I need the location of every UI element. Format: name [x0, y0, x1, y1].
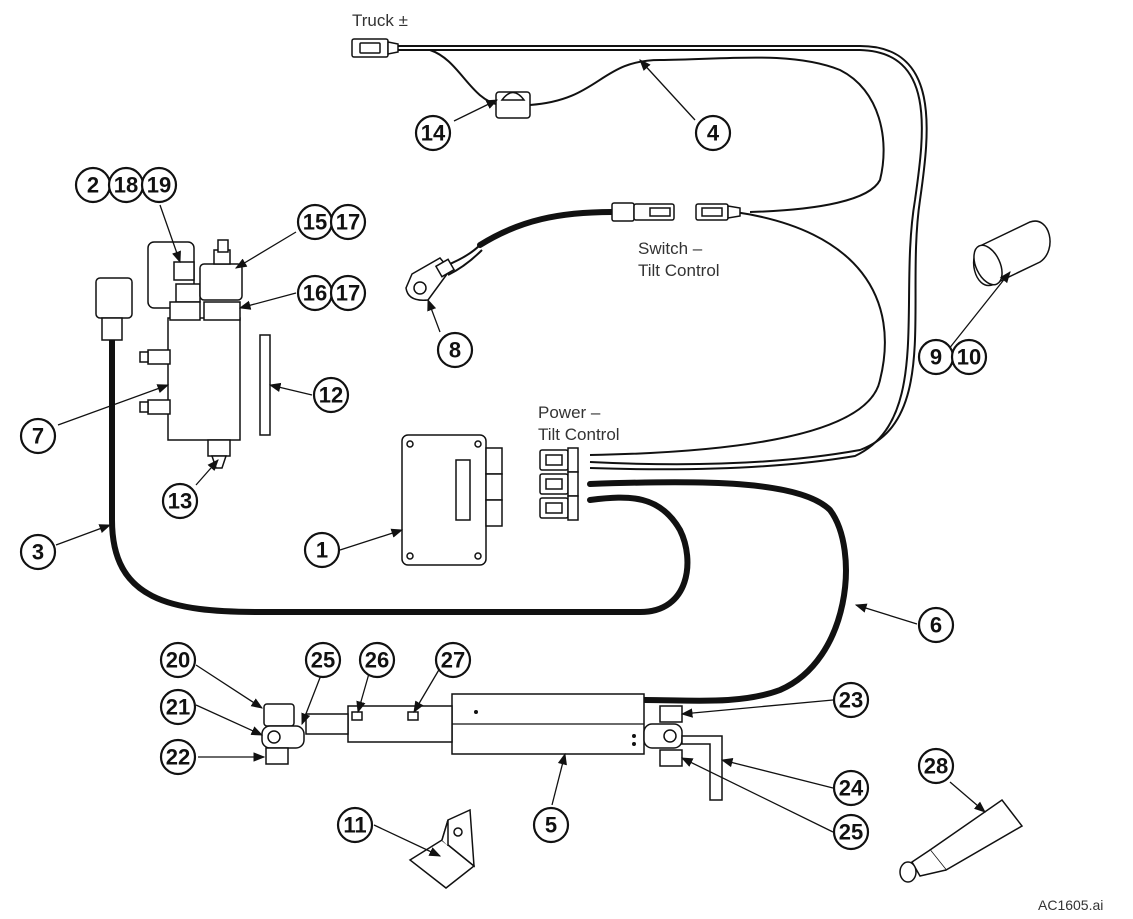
- svg-text:9: 9: [930, 345, 942, 370]
- linear-actuator: [261, 693, 723, 801]
- callout-21: 21: [159, 688, 197, 726]
- svg-text:21: 21: [166, 695, 190, 720]
- switch-connector-left: [611, 202, 675, 222]
- label-truck: Truck ±: [352, 11, 408, 30]
- file-name: AC1605.ai: [1038, 897, 1103, 913]
- callout-24: 24: [832, 769, 870, 807]
- svg-text:23: 23: [839, 688, 863, 713]
- svg-text:20: 20: [166, 648, 190, 673]
- callout-26: 26: [358, 641, 396, 679]
- svg-text:1: 1: [316, 538, 328, 563]
- grease-tube: [899, 798, 1024, 883]
- callouts: 1 2 18 19 3 4 5 6 7 8 9 10 11 12 13 14 1…: [19, 114, 988, 851]
- svg-text:26: 26: [365, 648, 389, 673]
- power-connectors: [539, 447, 579, 521]
- mounting-bracket: [408, 808, 476, 889]
- callout-14: 14: [414, 114, 452, 152]
- switch-connector-right: [695, 203, 741, 221]
- label-switch-line2: Tilt Control: [638, 261, 720, 280]
- svg-text:16: 16: [303, 281, 327, 306]
- gasket-strip: [259, 334, 271, 436]
- callout-22: 22: [159, 738, 197, 776]
- svg-text:11: 11: [343, 813, 366, 838]
- svg-text:7: 7: [32, 424, 44, 449]
- callout-15: 15: [296, 203, 334, 241]
- svg-text:24: 24: [839, 776, 864, 801]
- harness-wires: [109, 45, 928, 704]
- svg-text:5: 5: [545, 813, 557, 838]
- callout-9: 9: [917, 338, 955, 376]
- svg-text:15: 15: [303, 210, 327, 235]
- callout-11: 11: [336, 806, 374, 844]
- coil-connector: [95, 277, 133, 341]
- callout-20: 20: [159, 641, 197, 679]
- truck-plug: [351, 38, 399, 58]
- callout-17-bottom: 17: [329, 274, 367, 312]
- svg-text:3: 3: [32, 540, 44, 565]
- callout-5: 5: [532, 806, 570, 844]
- callout-2: 2: [74, 166, 112, 204]
- callout-6: 6: [917, 606, 955, 644]
- heat-shrink-tube: [972, 220, 1051, 287]
- svg-text:17: 17: [336, 210, 360, 235]
- svg-text:25: 25: [311, 648, 335, 673]
- label-power-line2: Tilt Control: [538, 425, 620, 444]
- tilt-switch: [405, 257, 456, 301]
- label-switch-line1: Switch –: [638, 239, 703, 258]
- callout-25-bottom: 25: [832, 813, 870, 851]
- tilt-controller: [401, 434, 503, 566]
- svg-text:14: 14: [421, 121, 446, 146]
- svg-text:4: 4: [707, 121, 720, 146]
- callout-23: 23: [832, 681, 870, 719]
- svg-text:28: 28: [924, 754, 948, 779]
- callout-7: 7: [19, 417, 57, 455]
- callout-28: 28: [917, 747, 955, 785]
- label-power-line1: Power –: [538, 403, 601, 422]
- svg-text:10: 10: [957, 345, 981, 370]
- callout-17-top: 17: [329, 203, 367, 241]
- callout-1: 1: [303, 531, 341, 569]
- callout-4: 4: [694, 114, 732, 152]
- svg-text:6: 6: [930, 613, 942, 638]
- callout-18: 18: [107, 166, 145, 204]
- svg-text:22: 22: [166, 745, 190, 770]
- svg-text:2: 2: [87, 173, 99, 198]
- callout-10: 10: [950, 338, 988, 376]
- svg-text:8: 8: [449, 338, 461, 363]
- svg-text:12: 12: [319, 383, 343, 408]
- svg-text:19: 19: [147, 173, 171, 198]
- svg-text:18: 18: [114, 173, 138, 198]
- svg-text:13: 13: [168, 489, 192, 514]
- svg-text:27: 27: [441, 648, 465, 673]
- solenoid-valve: [139, 239, 243, 469]
- svg-text:25: 25: [839, 820, 863, 845]
- svg-text:17: 17: [336, 281, 360, 306]
- callout-25-top: 25: [304, 641, 342, 679]
- callout-8: 8: [436, 331, 474, 369]
- callout-3: 3: [19, 533, 57, 571]
- callout-19: 19: [140, 166, 178, 204]
- callout-27: 27: [434, 641, 472, 679]
- callout-13: 13: [161, 482, 199, 520]
- callout-12: 12: [312, 376, 350, 414]
- callout-16: 16: [296, 274, 334, 312]
- leader-lines: [55, 59, 1011, 857]
- fuse-holder: [495, 91, 531, 119]
